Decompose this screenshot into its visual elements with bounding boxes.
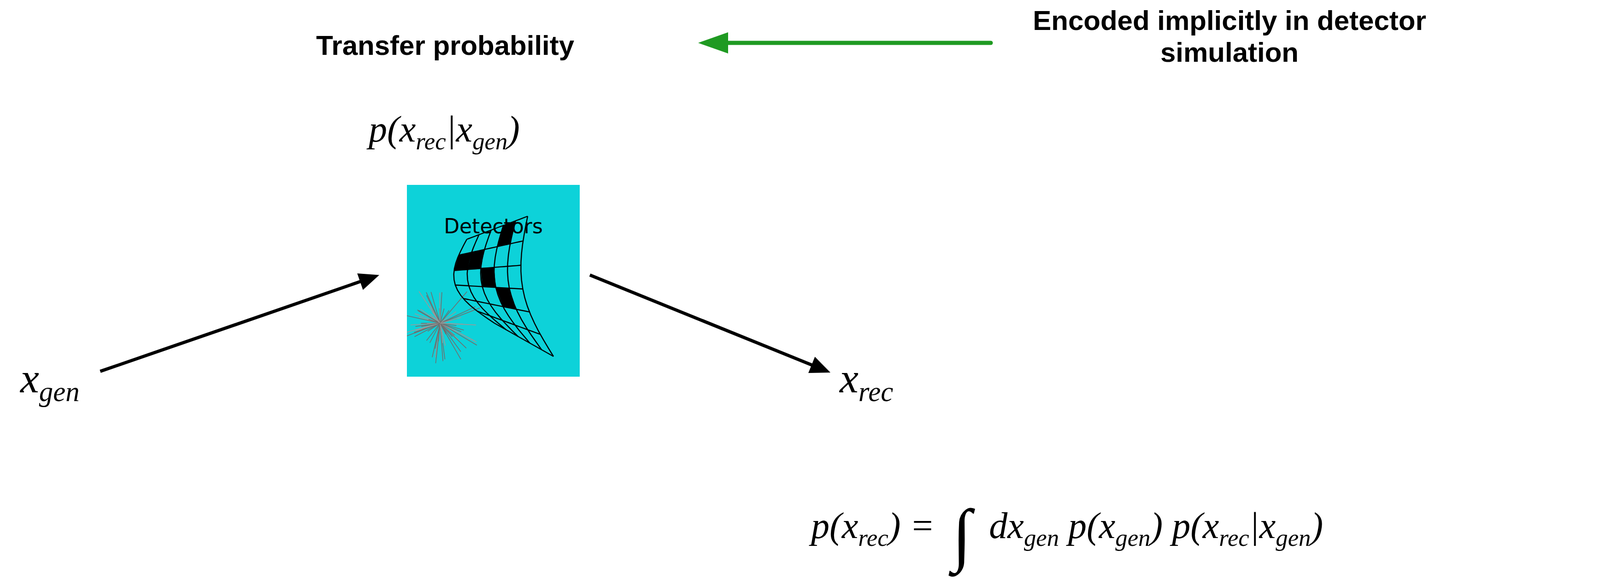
detector-box: Detectors: [406, 184, 580, 377]
variable-node: xgen: [20, 354, 80, 402]
callout-label: Transfer probability: [316, 29, 575, 62]
marginal-formula: p(xrec) = ∫ dxgen p(xgen) p(xrec|xgen): [811, 503, 1324, 548]
flow-arrow: [100, 273, 380, 372]
detector-illustration: [406, 184, 580, 377]
green-leader-arrow: [725, 41, 991, 46]
transfer-probability-formula: p(xrec|xgen): [368, 106, 520, 152]
variable-symbol: xgen: [20, 354, 80, 402]
variable-node: xrec: [839, 354, 894, 402]
variable-symbol: xrec: [839, 354, 894, 402]
green-arrowhead: [698, 32, 729, 54]
box-title: Detectors: [406, 184, 580, 238]
flow-arrow: [589, 275, 831, 374]
annotation-note: Encoded implicitly in detector simulatio…: [1022, 4, 1437, 69]
